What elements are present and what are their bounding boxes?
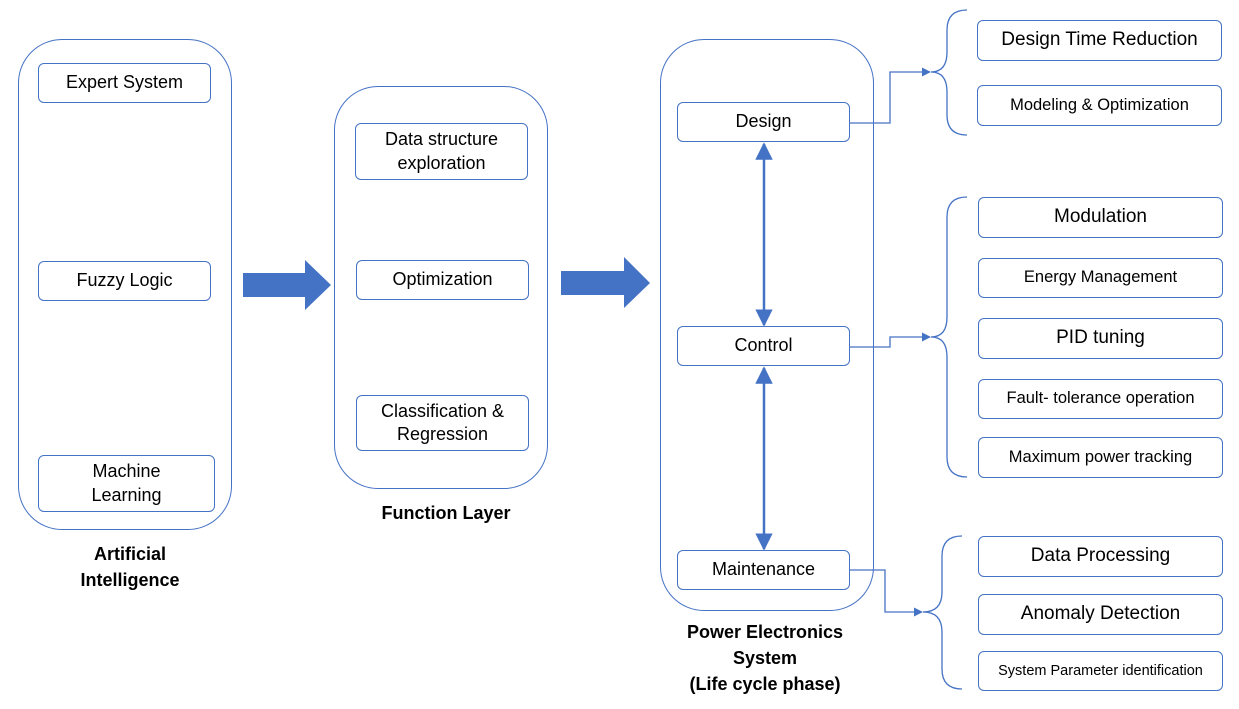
connector-control [849,332,931,348]
design-phase-box: Design [677,102,850,142]
block-arrow-ai-to-function [243,260,331,310]
brace-maintenance [922,535,963,690]
control-phase-box: Control [677,326,850,366]
energy-management-box: Energy Management [978,258,1223,298]
maintenance-phase-box: Maintenance [677,550,850,590]
data-processing-box: Data Processing [978,536,1223,577]
brace-control [930,196,968,478]
pes-caption-line2: System [732,648,798,669]
pid-tuning-box: PID tuning [978,318,1223,359]
design-time-reduction-box: Design Time Reduction [977,20,1222,61]
optimization-box: Optimization [356,260,529,300]
machine-learning-box: Machine Learning [38,455,215,512]
modulation-box: Modulation [978,197,1223,238]
fuzzy-logic-box: Fuzzy Logic [38,261,211,301]
anomaly-detection-box: Anomaly Detection [978,594,1223,635]
ai-group [18,39,232,530]
pes-caption: Power Electronics System (Life cycle pha… [665,619,865,697]
system-parameter-identification-box: System Parameter identification [978,651,1223,691]
data-structure-exploration-box: Data structure exploration [355,123,528,180]
ai-caption: Artificial Intelligence [30,541,230,593]
classification-regression-box: Classification & Regression [356,395,529,451]
function-layer-caption: Function Layer [381,503,511,523]
fault-tolerance-operation-box: Fault- tolerance operation [978,379,1223,419]
connector-design [849,67,931,124]
maximum-power-tracking-box: Maximum power tracking [978,437,1223,478]
pes-caption-line1: Power Electronics [686,622,844,642]
ai-caption-line2: Intelligence [80,570,180,591]
expert-system-box: Expert System [38,63,211,103]
pes-group [660,39,874,611]
brace-design [930,9,968,136]
ai-caption-line1: Artificial [93,544,167,564]
function-layer-group [334,86,548,489]
modeling-optimization-box: Modeling & Optimization [977,85,1222,126]
pes-caption-line3: (Life cycle phase) [689,674,841,695]
block-arrow-function-to-pes [561,257,650,308]
